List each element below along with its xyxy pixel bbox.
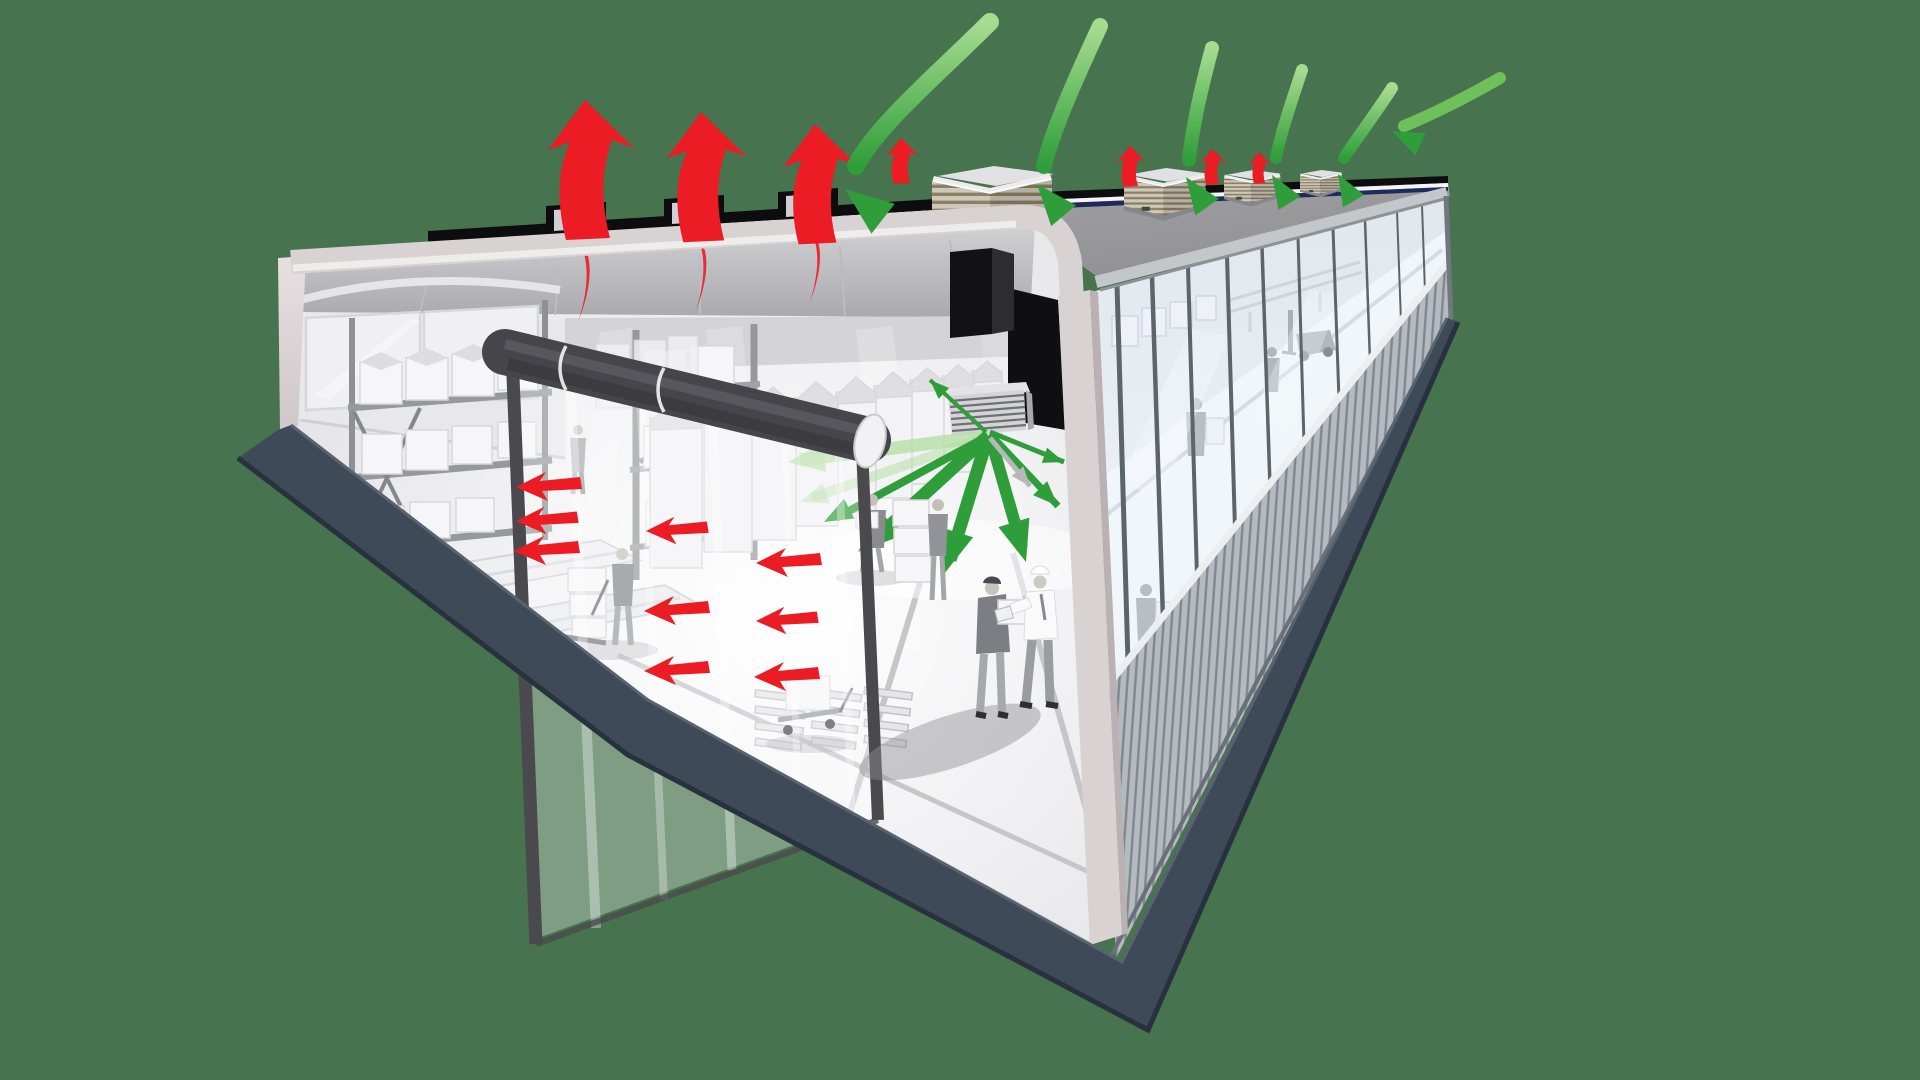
corner-pillar — [1058, 290, 1122, 945]
far-corner-edge — [1443, 195, 1454, 319]
foreground-figures — [859, 565, 1059, 781]
floor-shadow — [859, 703, 1041, 781]
building — [236, 165, 1461, 1034]
wall-mullions — [1114, 204, 1426, 663]
trolley-worker — [892, 499, 948, 601]
through-glass-interior — [1092, 198, 1449, 692]
supply-drop-duct — [950, 248, 1014, 338]
base-slab — [236, 317, 1461, 1034]
supply-air-swooshes — [833, 13, 1506, 234]
exhaust-arrow-small — [886, 138, 919, 184]
duct-end-cap — [853, 413, 887, 469]
cut-edge-band — [278, 204, 1128, 945]
diffuser-airflow — [786, 374, 1067, 579]
right-glass-wall — [1092, 187, 1454, 959]
ceiling — [293, 224, 1035, 321]
roof-fascia — [1094, 187, 1449, 288]
ceiling-diffuser — [944, 382, 1034, 436]
platform-cart — [766, 675, 854, 753]
distant-worker — [570, 425, 586, 495]
ceiling-beam — [298, 277, 561, 304]
fabric-duct — [482, 329, 891, 469]
manager-figure — [994, 565, 1059, 709]
through-glass-conveyor — [1229, 260, 1363, 332]
